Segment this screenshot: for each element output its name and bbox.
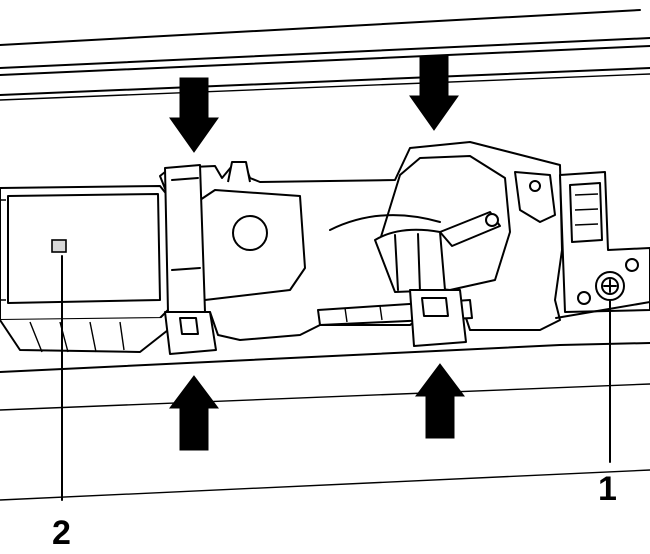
arrow-up-right (415, 363, 465, 439)
arrow-up-left (169, 375, 219, 451)
retaining-tab-right (409, 289, 467, 347)
callout-2: 2 (52, 514, 71, 552)
arrow-down-left (169, 77, 219, 153)
callout-1: 1 (598, 470, 617, 508)
screw-icon (595, 271, 625, 301)
round-boss (232, 215, 268, 251)
retaining-tab-left (164, 164, 217, 355)
tab-marker (51, 239, 67, 253)
arrow-down-right (409, 55, 459, 131)
right-bracket (555, 171, 650, 319)
lower-trim-rail (0, 342, 650, 501)
actuator-body (159, 141, 563, 341)
upper-trim-rail (0, 9, 650, 101)
left-housing (0, 185, 169, 353)
